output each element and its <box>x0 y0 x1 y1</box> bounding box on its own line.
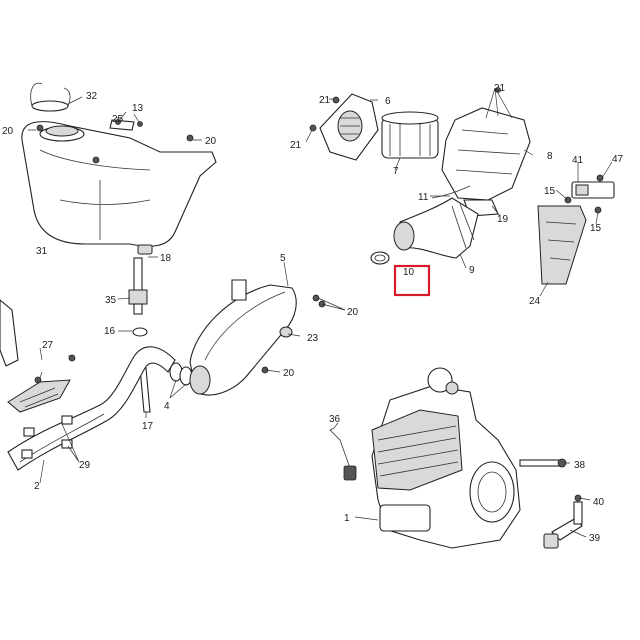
label-9: 9 <box>469 265 475 276</box>
panel-bracket[interactable] <box>571 181 615 199</box>
label-32: 32 <box>86 91 98 102</box>
label-17: 17 <box>142 421 154 432</box>
label-20d: 20 <box>283 368 295 379</box>
air-filter-element[interactable] <box>381 111 439 159</box>
label-24: 24 <box>529 296 541 307</box>
side-panel[interactable] <box>537 205 587 285</box>
label-21a: 21 <box>319 95 331 106</box>
airbox-cover[interactable] <box>319 93 379 161</box>
label-20a: 20 <box>2 126 14 137</box>
label-35: 35 <box>105 295 117 306</box>
intake-clamp[interactable] <box>370 251 390 265</box>
label-2: 2 <box>34 481 40 492</box>
label-15a: 15 <box>544 186 556 197</box>
fuel-cap[interactable] <box>30 82 71 112</box>
label-1: 1 <box>344 513 350 524</box>
label-39: 39 <box>589 533 601 544</box>
exhaust-clamps[interactable] <box>21 415 73 459</box>
label-13: 13 <box>132 103 144 114</box>
fuel-tap[interactable] <box>128 257 148 315</box>
label-19: 19 <box>497 214 509 225</box>
leader-lines <box>28 87 613 538</box>
intake-manifold[interactable] <box>393 197 479 259</box>
label-27: 27 <box>42 340 54 351</box>
label-4: 4 <box>164 401 170 412</box>
tap-washer[interactable] <box>137 244 153 255</box>
label-7: 7 <box>393 166 399 177</box>
label-31: 31 <box>36 246 48 257</box>
label-21b: 21 <box>290 140 302 151</box>
label-18: 18 <box>160 253 172 264</box>
hose-clip[interactable] <box>132 327 148 337</box>
label-20c: 20 <box>347 307 359 318</box>
breather-hose[interactable] <box>431 185 471 199</box>
side-bracket[interactable] <box>0 299 19 367</box>
part-labels: 1 2 4 5 6 7 8 9 10 11 13 15 15 16 17 18 … <box>2 83 624 544</box>
label-29: 29 <box>79 460 91 471</box>
label-40: 40 <box>593 497 605 508</box>
label-23: 23 <box>307 333 319 344</box>
gear-lever[interactable] <box>543 501 583 549</box>
label-8: 8 <box>547 151 553 162</box>
engine[interactable] <box>371 367 521 549</box>
label-21c: 21 <box>494 83 506 94</box>
label-5: 5 <box>280 253 286 264</box>
label-10: 10 <box>403 267 415 278</box>
label-20b: 20 <box>205 136 217 147</box>
label-11: 11 <box>418 192 429 203</box>
exhaust-gaskets[interactable] <box>169 362 193 386</box>
silencer-rubber[interactable] <box>279 326 293 338</box>
label-25: 25 <box>112 114 124 125</box>
fuel-tank[interactable] <box>21 121 217 247</box>
label-36: 36 <box>329 414 341 425</box>
label-41: 41 <box>572 155 584 166</box>
label-16: 16 <box>104 326 116 337</box>
airbox[interactable] <box>441 107 531 201</box>
label-47: 47 <box>612 154 624 165</box>
engine-mounting-bolt[interactable] <box>519 458 567 468</box>
silencer[interactable] <box>189 279 297 396</box>
exhaust-heat-shield[interactable] <box>7 379 71 413</box>
label-38: 38 <box>574 460 586 471</box>
highlight-box-part-10 <box>393 264 431 297</box>
oil-hose[interactable] <box>329 427 357 481</box>
label-15b: 15 <box>590 223 602 234</box>
label-6: 6 <box>385 96 391 107</box>
